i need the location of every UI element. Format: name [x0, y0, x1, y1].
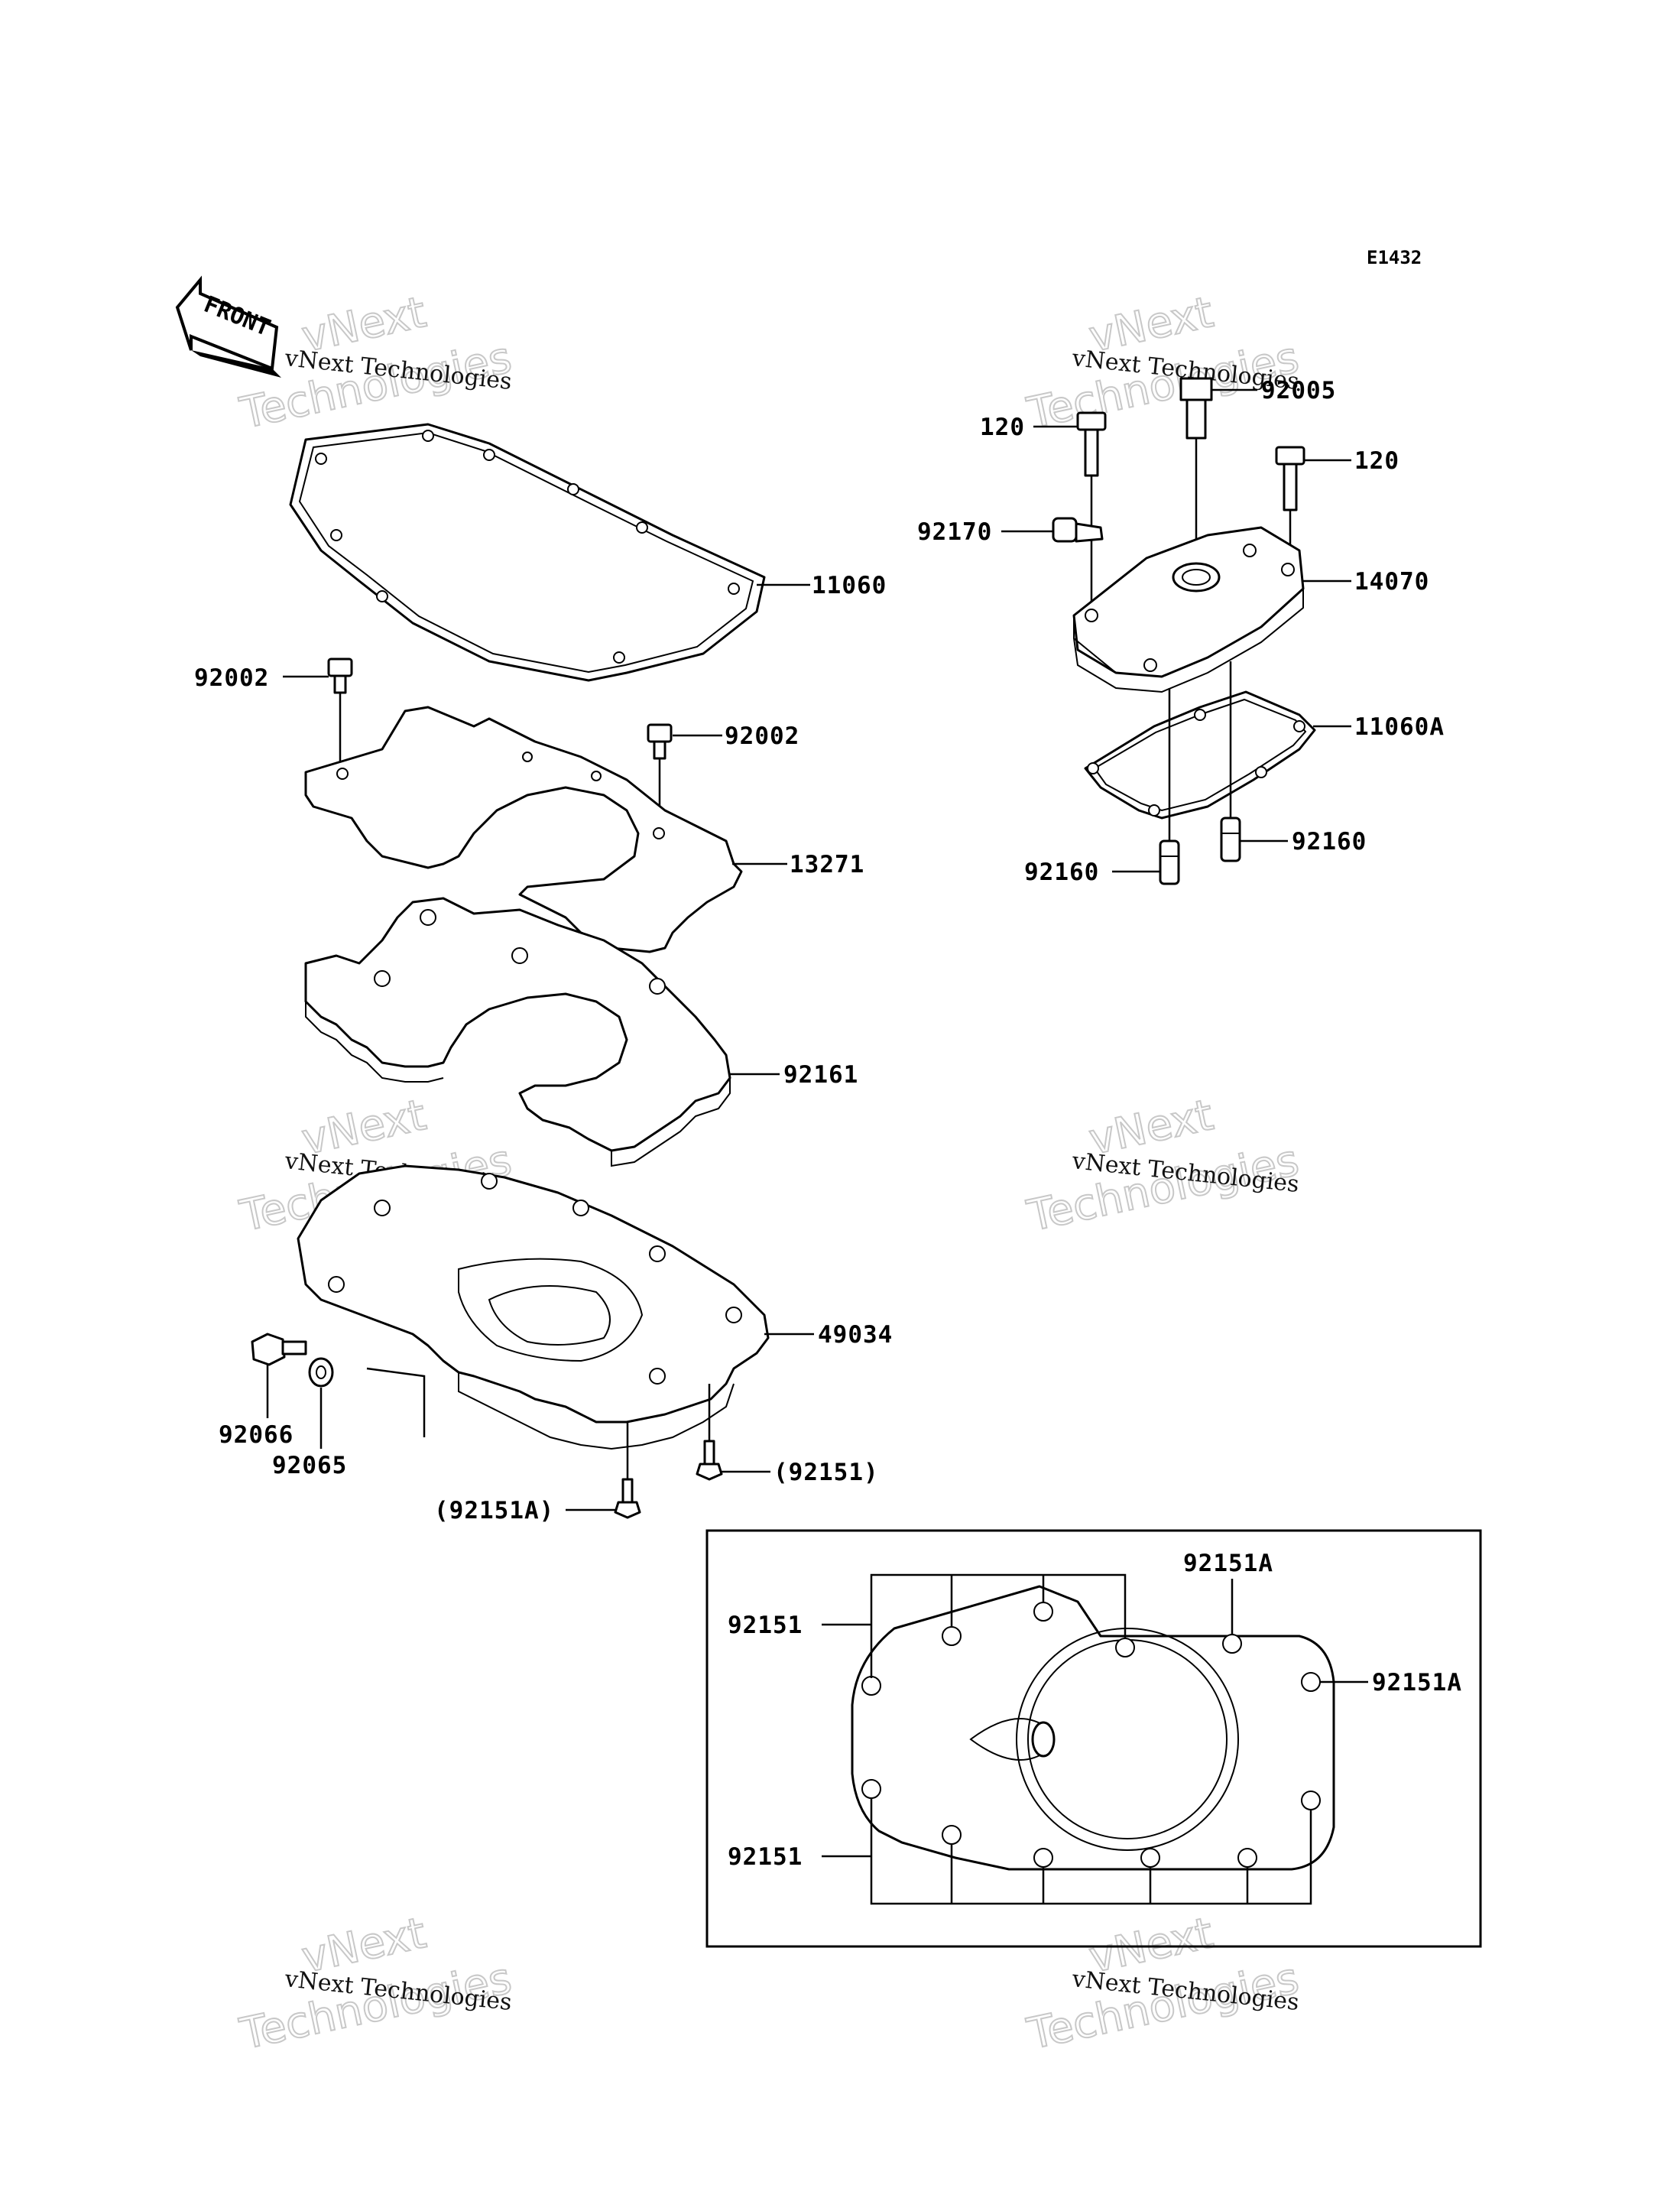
bolt-120-right-icon [1275, 446, 1305, 511]
bolt-92151-icon [696, 1440, 723, 1481]
inset-cover [851, 1585, 1335, 1871]
label-49034: 49034 [818, 1321, 893, 1349]
front-arrow-icon: FRONT [175, 275, 281, 378]
inset-label-92151A-right: 92151A [1372, 1669, 1462, 1696]
gasket-11060 [289, 423, 766, 682]
inset-label-92151-top: 92151 [728, 1612, 803, 1639]
gasket-11060A [1084, 690, 1316, 820]
bolt-92002-right-icon [647, 723, 673, 760]
inset-label-92151-bottom: 92151 [728, 1843, 803, 1871]
drain-bolt-92066-icon [251, 1333, 307, 1366]
clamp-92170-icon [1052, 517, 1104, 543]
label-92151-paren: (92151) [774, 1459, 879, 1486]
label-92170: 92170 [917, 518, 992, 546]
label-92066: 92066 [219, 1421, 294, 1449]
label-11060A: 11060A [1354, 713, 1445, 741]
inset-label-92151A-top: 92151A [1183, 1550, 1273, 1577]
label-92065: 92065 [272, 1452, 347, 1479]
label-92005: 92005 [1261, 377, 1336, 404]
dowel-92160-left-icon [1159, 839, 1180, 885]
spacer-92161 [304, 897, 731, 1167]
fitting-92005-icon [1179, 377, 1213, 440]
oil-pan-49034 [297, 1164, 770, 1450]
label-11060: 11060 [812, 572, 887, 599]
bolt-92151A-icon [614, 1478, 641, 1519]
label-92002-right: 92002 [725, 722, 799, 750]
plate-13271 [304, 706, 743, 953]
inset-box [705, 1529, 1482, 1948]
dowel-92160-right-icon [1220, 817, 1241, 862]
label-120-left: 120 [980, 414, 1025, 441]
inset-bolts [861, 1602, 1321, 1868]
washer-92065-icon [308, 1357, 334, 1388]
label-14070: 14070 [1354, 568, 1429, 596]
label-92151A-paren: (92151A) [434, 1497, 554, 1524]
bolt-120-left-icon [1076, 411, 1107, 477]
label-92002-left: 92002 [194, 664, 269, 692]
diagram-code: E1432 [1367, 247, 1422, 268]
bolt-92002-left-icon [327, 657, 353, 694]
label-92160-right: 92160 [1292, 828, 1367, 855]
label-13271: 13271 [790, 851, 864, 878]
label-120-right: 120 [1354, 447, 1399, 475]
label-92160-left: 92160 [1024, 859, 1099, 886]
label-92161: 92161 [783, 1061, 858, 1089]
cover-14070 [1072, 526, 1305, 693]
